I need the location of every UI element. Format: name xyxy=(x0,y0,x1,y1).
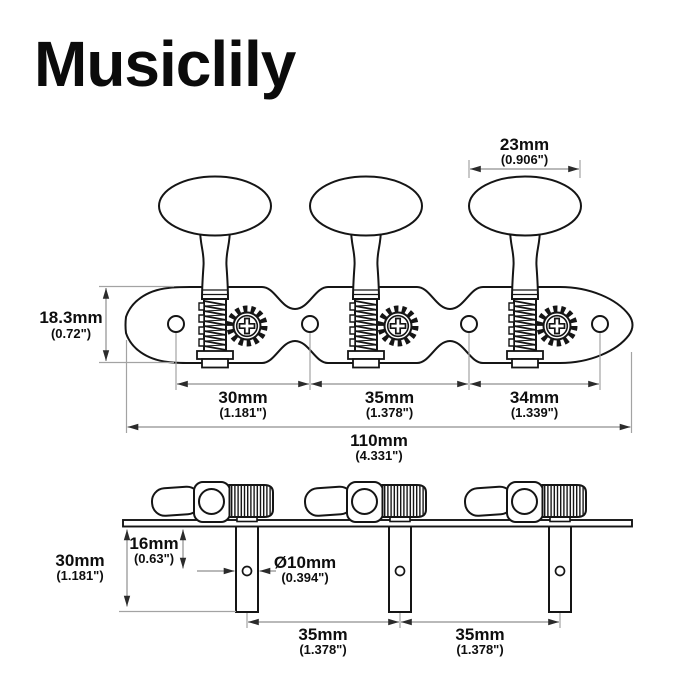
dim-hole-spacings: 30mm (1.181") 35mm (1.378") 34mm (1.339"… xyxy=(175,333,601,420)
dim-value-inch: (0.394") xyxy=(281,570,328,585)
dim-value-inch: (1.378") xyxy=(456,642,503,657)
dim-value: 110mm xyxy=(350,431,408,450)
side-view: 30mm (1.181") 16mm (0.63") Ø10mm (0.394"… xyxy=(55,481,633,657)
dim-value: 23mm xyxy=(500,135,549,154)
post-side-1 xyxy=(235,523,259,613)
dim-post-length: 30mm (1.181") xyxy=(55,529,236,613)
dim-plate-height: 18.3mm (0.72") xyxy=(39,285,174,364)
dim-value: 16mm xyxy=(129,534,178,553)
front-view: 23mm (0.906") 18.3mm (0.72") 30mm (1.181… xyxy=(39,135,634,463)
dim-value-inch: (1.378") xyxy=(299,642,346,657)
post-side-2 xyxy=(388,523,412,613)
tuner-side-2 xyxy=(303,481,427,523)
dim-value: 30mm xyxy=(55,551,104,570)
dim-value-inch: (4.331") xyxy=(355,448,402,463)
tuner-side-3 xyxy=(463,481,587,523)
dim-value-inch: (1.339") xyxy=(511,405,558,420)
dim-post-spacings: 35mm (1.378") 35mm (1.378") xyxy=(246,613,561,657)
dim-value: 30mm xyxy=(218,388,267,407)
dim-post-diameter: Ø10mm (0.394") xyxy=(197,553,336,585)
dim-value-inch: (1.181") xyxy=(219,405,266,420)
dim-value: Ø10mm xyxy=(274,553,336,572)
dim-value-inch: (1.181") xyxy=(56,568,103,583)
post-side-3 xyxy=(548,523,572,613)
dim-value-inch: (0.63") xyxy=(134,551,174,566)
dim-hole-height: 16mm (0.63") xyxy=(129,529,187,569)
plate-screw-holes xyxy=(167,315,609,333)
dim-value: 35mm xyxy=(365,388,414,407)
dim-total-length: 110mm (4.331") xyxy=(125,340,633,463)
brand-logo: Musiclily xyxy=(34,28,297,100)
dim-button-width: 23mm (0.906") xyxy=(468,135,581,178)
dim-value-inch: (0.72") xyxy=(51,326,91,341)
dim-value: 35mm xyxy=(298,625,347,644)
dim-value: 34mm xyxy=(510,388,559,407)
dim-value: 35mm xyxy=(455,625,504,644)
dim-value-inch: (1.378") xyxy=(366,405,413,420)
tuner-side-1 xyxy=(150,481,274,523)
dim-value: 18.3mm xyxy=(39,308,102,327)
dim-value-inch: (0.906") xyxy=(501,152,548,167)
